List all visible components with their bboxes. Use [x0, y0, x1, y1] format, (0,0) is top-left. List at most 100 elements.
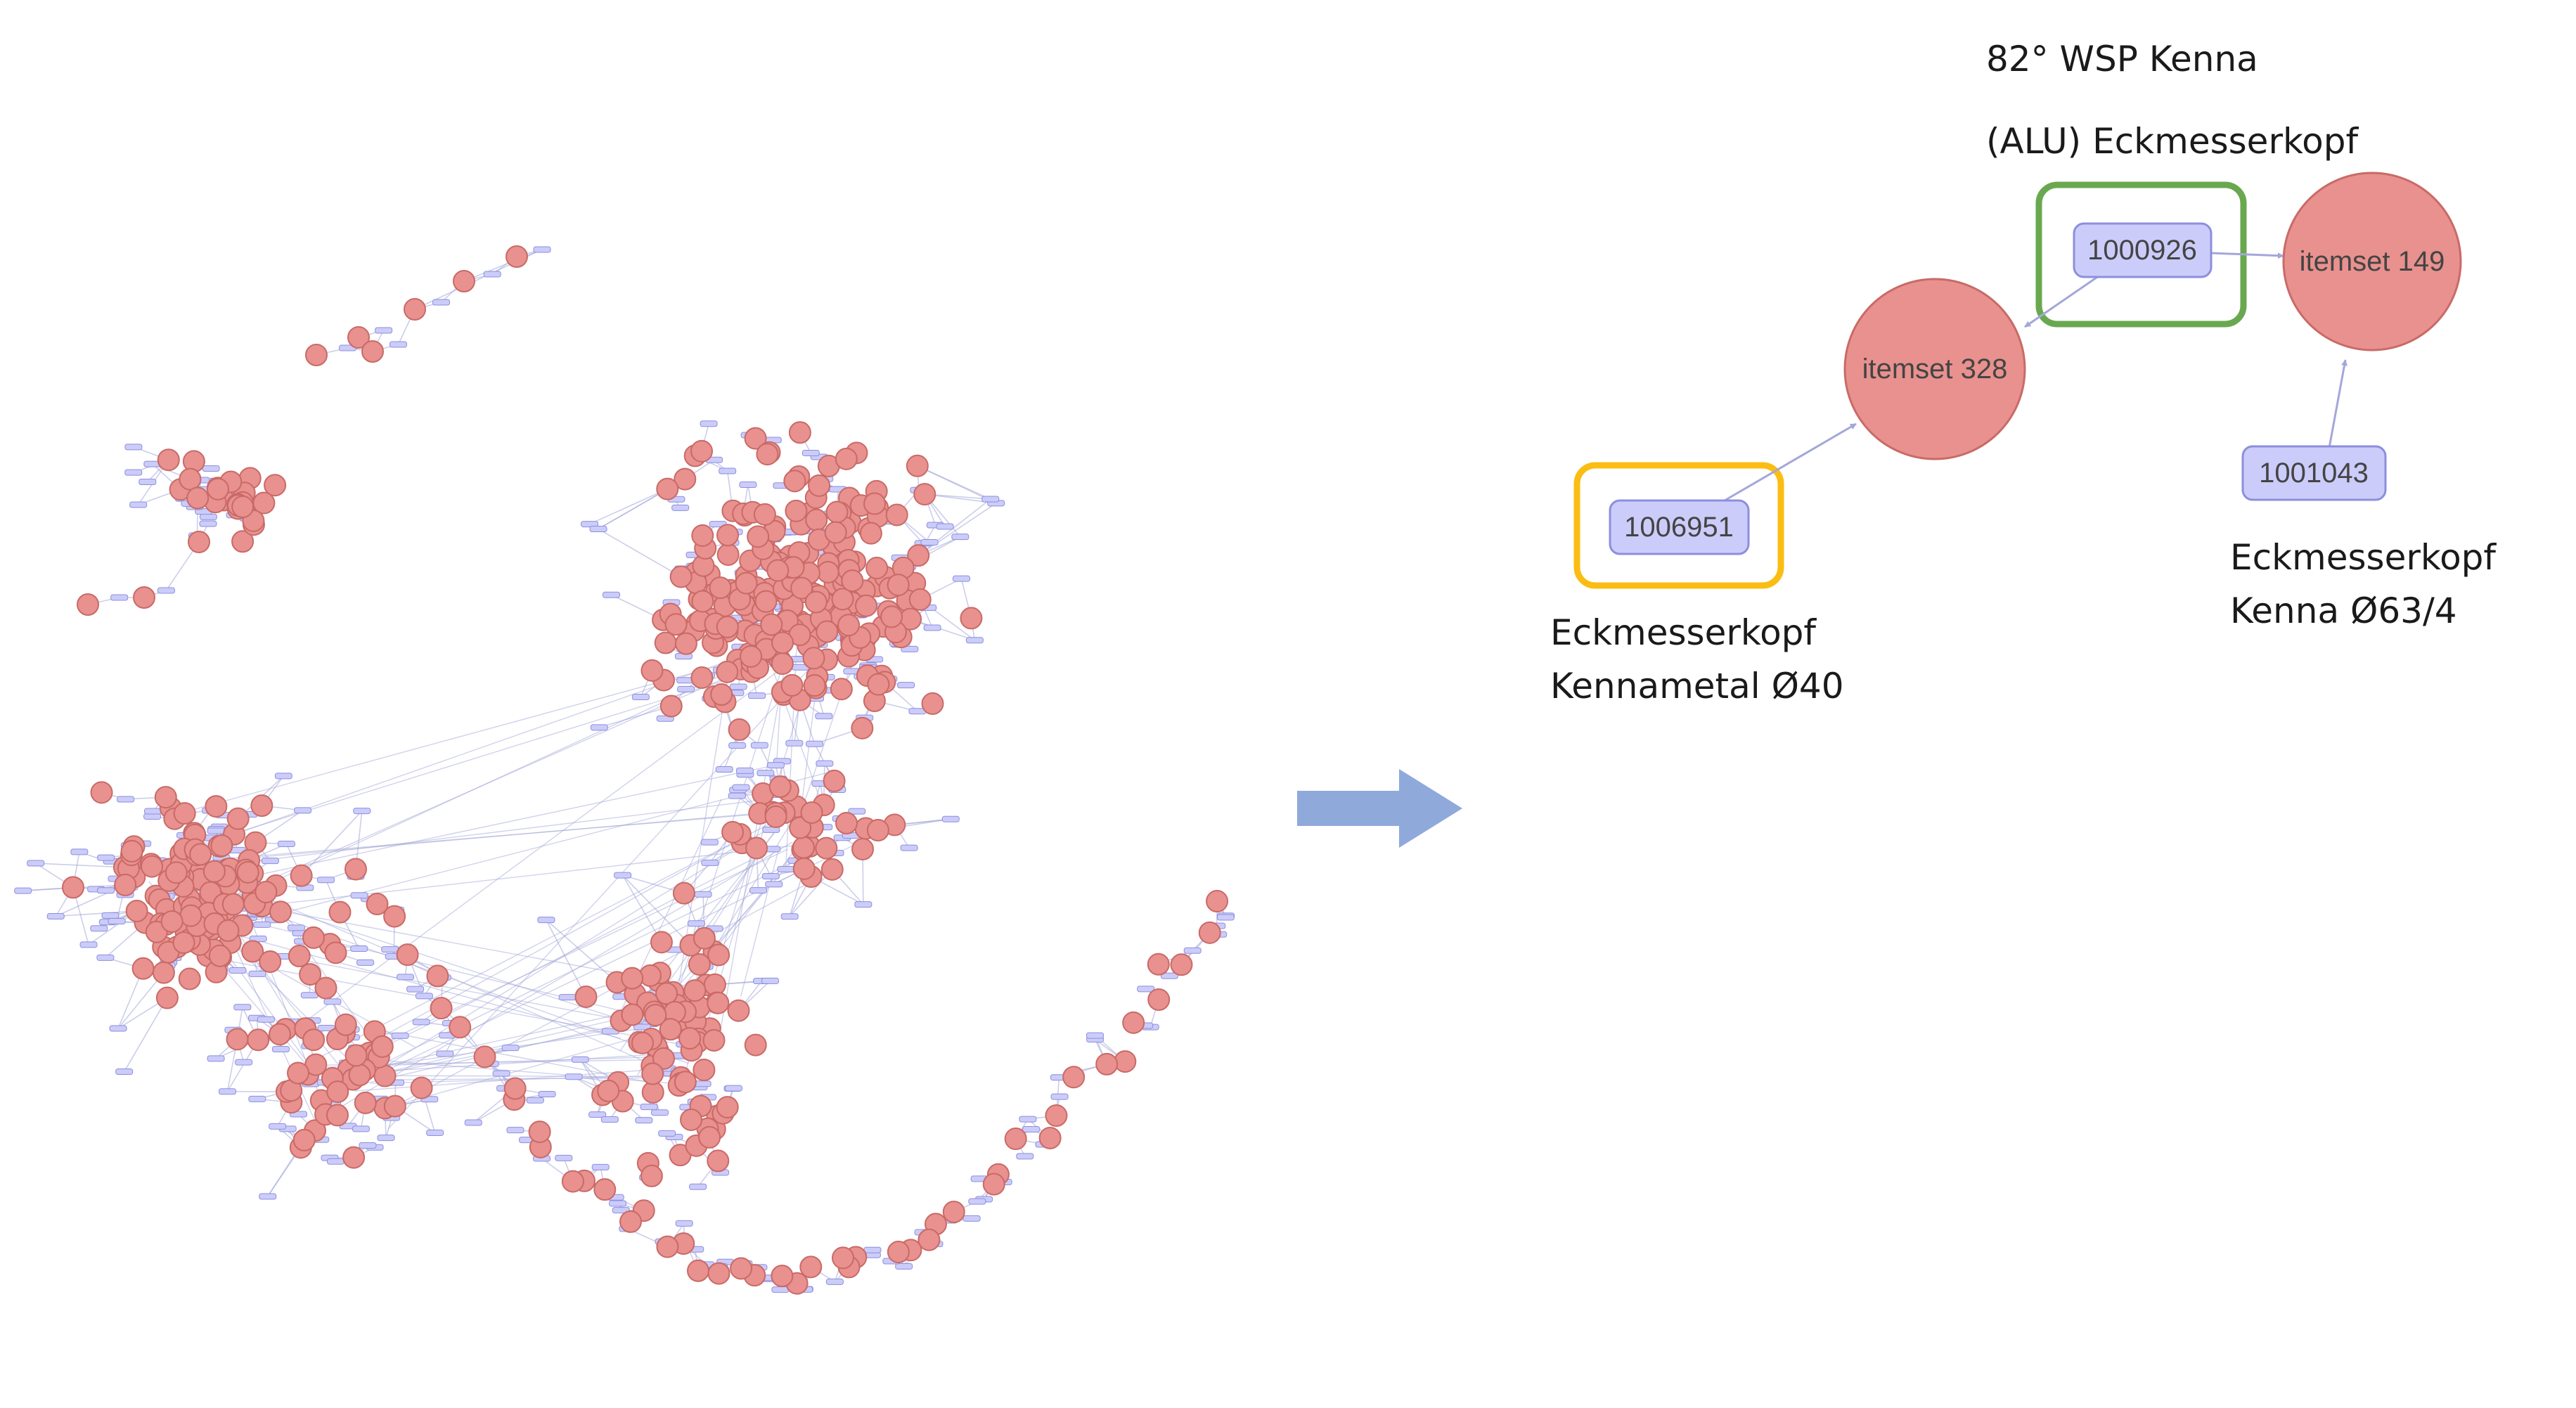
overview-itemset-node[interactable]	[354, 1091, 377, 1114]
overview-itemset-node[interactable]	[383, 1094, 406, 1118]
overview-itemset-node[interactable]	[165, 861, 188, 884]
item-node-1001043[interactable]: 1001043	[2241, 445, 2387, 501]
overview-itemset-node[interactable]	[863, 492, 887, 515]
overview-itemset-node[interactable]	[152, 961, 175, 984]
overview-item-node[interactable]	[375, 327, 393, 334]
overview-itemset-node[interactable]	[371, 1035, 394, 1058]
overview-item-node[interactable]	[771, 1286, 790, 1293]
overview-itemset-node[interactable]	[141, 855, 164, 878]
overview-itemset-node[interactable]	[693, 926, 716, 950]
overview-itemset-node[interactable]	[690, 666, 714, 689]
overview-itemset-node[interactable]	[287, 1061, 310, 1085]
overview-item-node[interactable]	[952, 575, 970, 582]
overview-item-node[interactable]	[588, 1111, 607, 1118]
overview-itemset-node[interactable]	[641, 1062, 664, 1085]
overview-item-node[interactable]	[1160, 972, 1178, 979]
overview-itemset-node[interactable]	[383, 905, 406, 928]
overview-itemset-node[interactable]	[655, 982, 678, 1005]
overview-item-node[interactable]	[901, 645, 919, 652]
overview-itemset-node[interactable]	[702, 1028, 726, 1052]
overview-item-node[interactable]	[412, 1019, 430, 1026]
overview-item-node[interactable]	[359, 1142, 377, 1149]
overview-item-node[interactable]	[492, 1070, 510, 1077]
overview-item-node[interactable]	[761, 873, 780, 880]
overview-itemset-node[interactable]	[851, 716, 874, 739]
overview-itemset-node[interactable]	[683, 979, 707, 1002]
overview-itemset-node[interactable]	[716, 1096, 739, 1119]
overview-itemset-node[interactable]	[593, 1178, 617, 1201]
overview-item-node[interactable]	[1016, 1153, 1034, 1160]
overview-itemset-node[interactable]	[659, 695, 683, 718]
overview-item-node[interactable]	[863, 1246, 882, 1253]
overview-itemset-node[interactable]	[574, 985, 598, 1008]
overview-item-node[interactable]	[261, 858, 279, 865]
overview-item-node[interactable]	[538, 1091, 556, 1098]
overview-itemset-node[interactable]	[172, 931, 195, 954]
overview-item-node[interactable]	[274, 773, 292, 780]
overview-itemset-node[interactable]	[835, 447, 858, 470]
overview-item-node[interactable]	[719, 467, 737, 474]
overview-item-node[interactable]	[739, 481, 757, 488]
overview-itemset-node[interactable]	[133, 586, 155, 609]
overview-item-node[interactable]	[1022, 1126, 1041, 1133]
overview-itemset-node[interactable]	[269, 900, 292, 924]
overview-itemset-node[interactable]	[790, 576, 813, 600]
overview-itemset-node[interactable]	[154, 786, 177, 809]
overview-item-node[interactable]	[436, 1050, 454, 1057]
overview-itemset-node[interactable]	[698, 1125, 721, 1149]
overview-item-node[interactable]	[269, 1123, 287, 1130]
overview-itemset-node[interactable]	[189, 843, 212, 866]
overview-itemset-node[interactable]	[766, 559, 790, 582]
overview-item-node[interactable]	[1050, 1093, 1069, 1100]
overview-itemset-node[interactable]	[503, 1077, 527, 1100]
overview-item-node[interactable]	[897, 682, 915, 689]
overview-itemset-node[interactable]	[373, 1064, 397, 1087]
overview-itemset-node[interactable]	[707, 991, 730, 1014]
overview-item-node[interactable]	[1137, 986, 1155, 993]
overview-itemset-node[interactable]	[730, 1257, 753, 1280]
overview-itemset-node[interactable]	[1095, 1052, 1119, 1076]
overview-itemset-node[interactable]	[361, 340, 384, 363]
overview-itemset-node[interactable]	[342, 1146, 366, 1169]
overview-itemset-node[interactable]	[290, 864, 313, 887]
overview-item-node[interactable]	[565, 1073, 583, 1080]
overview-itemset-node[interactable]	[1206, 890, 1229, 913]
overview-itemset-node[interactable]	[619, 1210, 642, 1233]
overview-item-node[interactable]	[300, 992, 318, 999]
overview-itemset-node[interactable]	[1122, 1011, 1145, 1034]
overview-itemset-node[interactable]	[820, 858, 844, 881]
overview-itemset-node[interactable]	[851, 837, 875, 860]
overview-itemset-node[interactable]	[823, 769, 846, 792]
overview-item-node[interactable]	[79, 941, 98, 948]
overview-item-node[interactable]	[724, 1085, 742, 1092]
overview-itemset-node[interactable]	[917, 1228, 941, 1251]
overview-item-node[interactable]	[533, 246, 551, 253]
overview-itemset-node[interactable]	[1114, 1050, 1137, 1073]
overview-item-node[interactable]	[923, 624, 941, 631]
overview-itemset-node[interactable]	[302, 926, 325, 949]
overview-item-node[interactable]	[694, 891, 712, 898]
overview-itemset-node[interactable]	[880, 605, 903, 628]
overview-itemset-node[interactable]	[241, 940, 264, 963]
overview-item-node[interactable]	[816, 760, 834, 767]
overview-item-node[interactable]	[259, 1193, 277, 1200]
overview-item-node[interactable]	[777, 866, 795, 873]
overview-itemset-node[interactable]	[1062, 1066, 1086, 1089]
overview-itemset-node[interactable]	[264, 474, 287, 497]
overview-item-node[interactable]	[1086, 1032, 1105, 1039]
overview-item-node[interactable]	[124, 444, 143, 451]
overview-itemset-node[interactable]	[631, 1031, 654, 1054]
overview-itemset-node[interactable]	[426, 964, 449, 988]
overview-item-node[interactable]	[257, 1016, 275, 1023]
overview-itemset-node[interactable]	[226, 807, 250, 830]
overview-item-node[interactable]	[981, 496, 1000, 503]
overview-item-node[interactable]	[350, 892, 368, 899]
overview-itemset-node[interactable]	[747, 525, 770, 548]
overview-item-node[interactable]	[780, 913, 799, 920]
overview-itemset-node[interactable]	[505, 245, 528, 268]
overview-itemset-node[interactable]	[867, 673, 890, 696]
overview-item-node[interactable]	[750, 742, 768, 749]
overview-item-node[interactable]	[117, 796, 135, 803]
overview-itemset-node[interactable]	[1170, 953, 1193, 976]
overview-itemset-node[interactable]	[77, 593, 99, 616]
